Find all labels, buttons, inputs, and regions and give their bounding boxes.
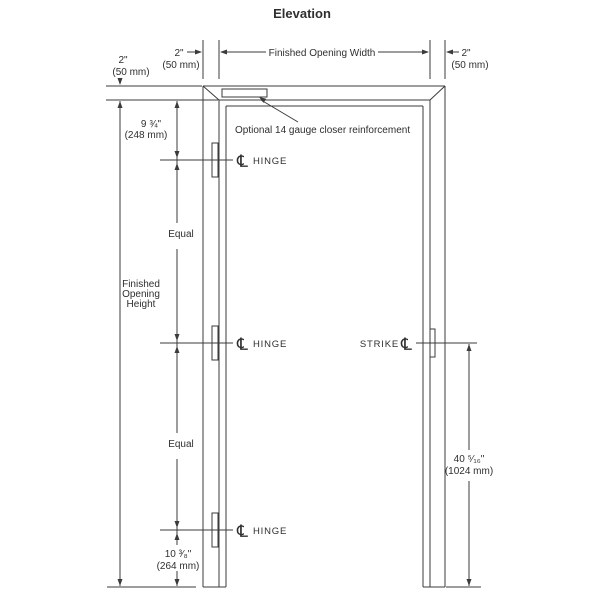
centerline-icon: ℄ <box>400 335 412 354</box>
floor-to-strike-mm: (1024 mm) <box>445 466 493 477</box>
finished-opening-height-line1: Finished <box>122 279 160 290</box>
floor-to-strike-inches: 40 ⁵⁄₁₆" <box>454 454 485 465</box>
centerline-icon: ℄ <box>236 152 248 171</box>
left-jamb-width-inches: 2" <box>174 48 184 59</box>
hinge-top-label: HINGE <box>253 156 287 167</box>
finished-opening-height-line2: Opening <box>122 289 160 300</box>
right-jamb-width-inches: 2" <box>461 48 471 59</box>
right-jamb-width-dimension <box>446 49 459 55</box>
head-height-inches: 2" <box>118 55 128 66</box>
finished-opening-height-line3: Height <box>127 299 156 310</box>
equal-top-label: Equal <box>168 229 194 240</box>
bottom-hinge-to-floor-inches: 10 ³⁄₈" <box>165 549 192 560</box>
finished-opening-width-dimension <box>220 49 429 55</box>
head-height-dimension <box>117 78 123 85</box>
head-height-mm: (50 mm) <box>112 67 149 78</box>
centerline-icon: ℄ <box>236 522 248 541</box>
closer-leader-line <box>259 97 299 123</box>
top-extension-lines <box>202 40 446 79</box>
drawing-title: Elevation <box>273 6 331 21</box>
closer-reinforcement-note: Optional 14 gauge closer reinforcement <box>235 125 410 136</box>
hinge-middle-label: HINGE <box>253 339 287 350</box>
finished-opening-width-label: Finished Opening Width <box>269 48 376 59</box>
strike-height-dimension <box>466 344 472 586</box>
head-to-top-hinge-mm: (248 mm) <box>125 130 168 141</box>
centerline-icon: ℄ <box>236 335 248 354</box>
head-extension-lines <box>106 85 218 101</box>
right-jamb-width-mm: (50 mm) <box>451 60 488 71</box>
equal-bottom-label: Equal <box>168 439 194 450</box>
closer-reinforcement <box>221 88 268 98</box>
left-jamb-width-dimension <box>187 49 202 55</box>
head-to-top-hinge-inches: 9 ¾" <box>141 119 162 130</box>
finished-opening-height-dimension <box>117 101 123 586</box>
bottom-hinge-to-floor-mm: (264 mm) <box>157 561 200 572</box>
hinge-bottom-label: HINGE <box>253 526 287 537</box>
hinge-spacing-dimension-line <box>174 101 180 586</box>
strike-label: STRIKE <box>360 339 399 350</box>
hinge-centerlines <box>160 159 233 531</box>
left-jamb-width-mm: (50 mm) <box>162 60 199 71</box>
